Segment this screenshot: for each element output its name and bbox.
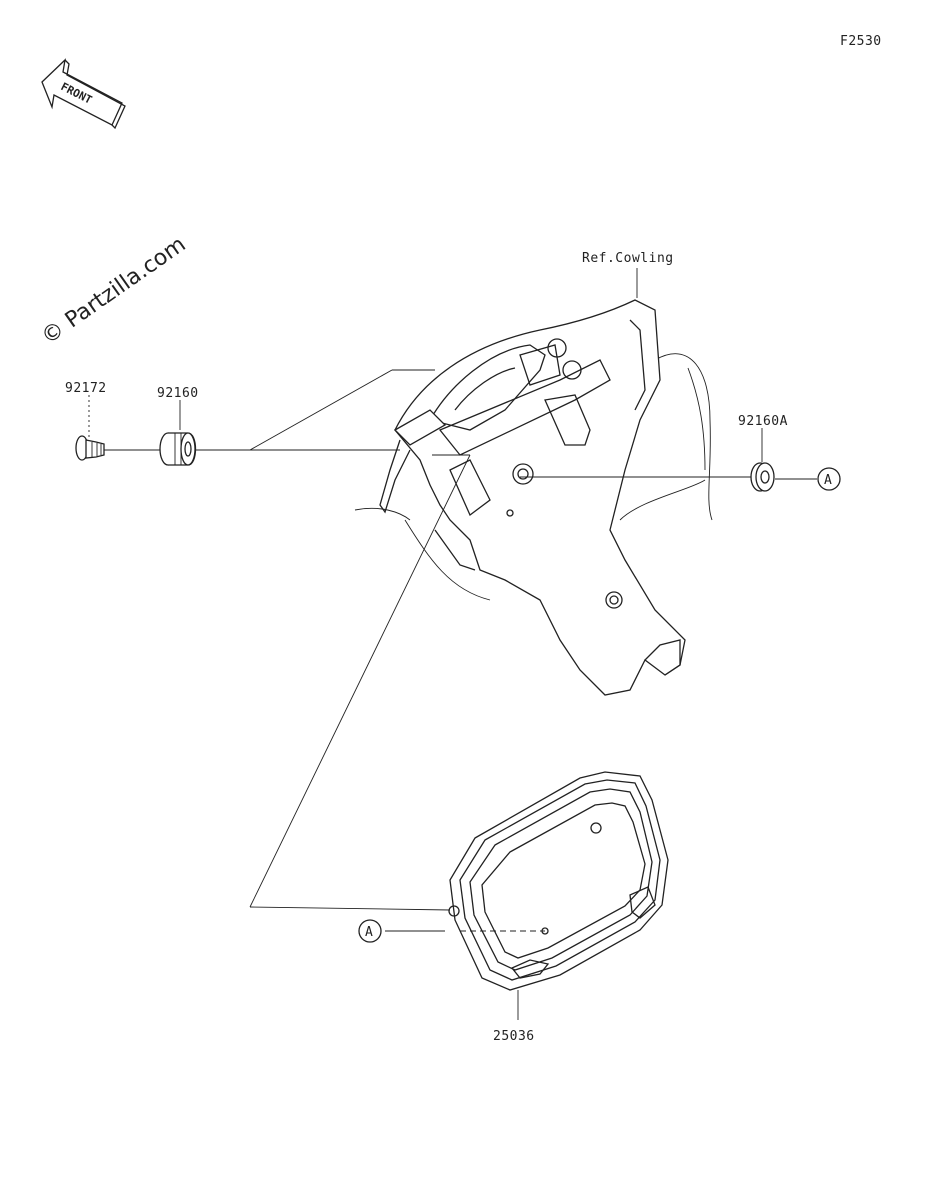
part-label-92160a: 92160A [738,414,788,429]
damper-92160a-drawing [750,462,775,492]
front-arrow-icon: FRONT [41,58,126,130]
leader-lines [88,369,817,1020]
cowling-bracket-drawing [354,299,713,696]
meter-cover-25036-drawing [448,771,669,991]
part-label-25036: 25036 [493,1029,535,1044]
screw-92172-drawing [75,435,105,461]
callout-a-bottom-label: A [365,925,373,940]
part-label-92160: 92160 [157,386,199,401]
figure-code: F2530 [840,34,882,49]
damper-92160-drawing [159,432,197,466]
callout-a-top: A [817,467,841,491]
part-label-92172: 92172 [65,381,107,396]
ref-cowling-label: Ref.Cowling [582,251,674,266]
watermark: © Partzilla.com [37,232,190,350]
callout-a-bottom: A [358,919,382,943]
callout-a-top-label: A [824,473,832,488]
